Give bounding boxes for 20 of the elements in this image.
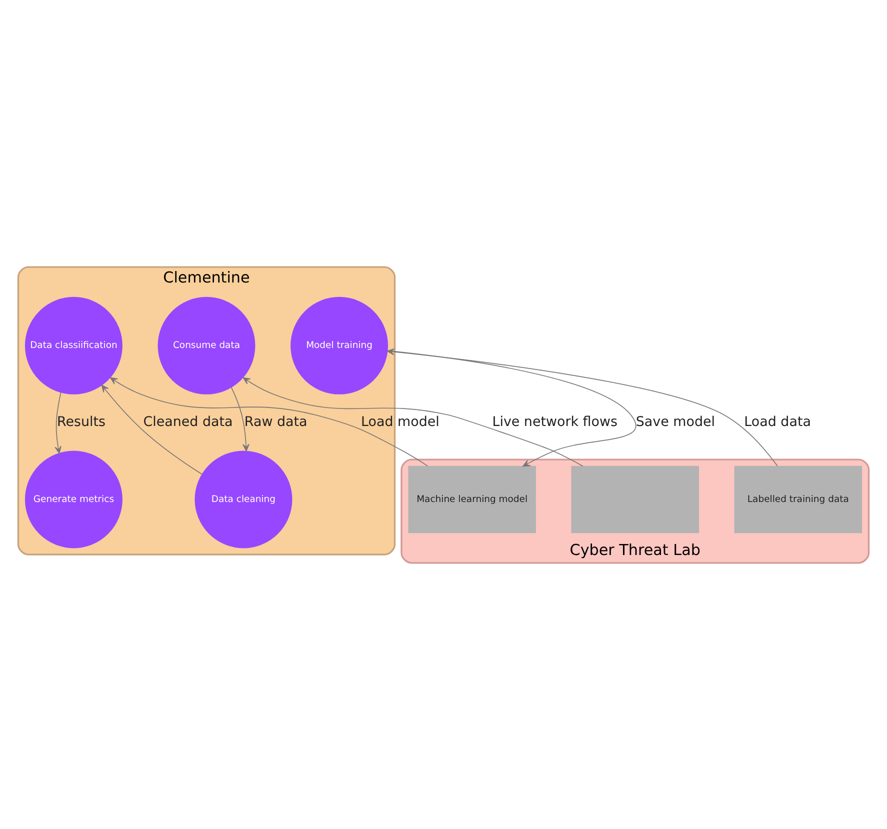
edge-label: Results <box>57 414 106 430</box>
edge-label: Load model <box>361 414 440 430</box>
node-box: Labelled training data <box>734 465 862 533</box>
arrow <box>54 391 62 454</box>
node-circle: Generate metrics <box>24 450 122 548</box>
arrow <box>230 386 250 451</box>
arrow <box>101 384 202 474</box>
arrow <box>242 376 584 466</box>
node-circle: Data cleaning <box>194 450 292 548</box>
arrow <box>110 376 428 466</box>
node-circle: Model training <box>290 296 388 394</box>
edge-label: Live network flows <box>492 414 618 430</box>
arrow <box>386 348 778 466</box>
edge-label: Save model <box>636 414 716 430</box>
edge-label: Cleaned data <box>143 414 233 430</box>
node-box: Machine learning model <box>408 465 536 533</box>
node-box <box>571 465 699 533</box>
edge-label: Load data <box>744 414 811 430</box>
edge-label: Raw data <box>244 414 308 430</box>
node-circle: Consume data <box>158 296 256 394</box>
